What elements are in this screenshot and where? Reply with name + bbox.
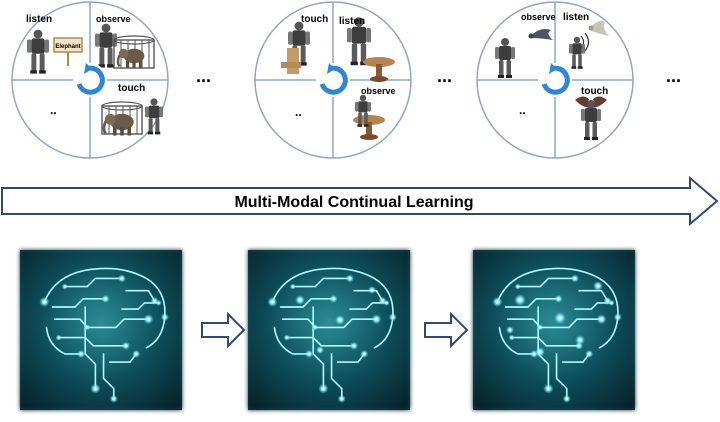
brain-panel-3 [473, 250, 635, 410]
brain-panel-1 [20, 250, 182, 410]
small-ellipsis: .. [519, 103, 526, 117]
small-ellipsis: .. [50, 103, 57, 117]
stage-2: touch listen observe .. [254, 1, 412, 159]
cycle-icon [538, 63, 572, 97]
modality-label-top-right: observe [96, 14, 131, 24]
sign-label: Elephant [55, 44, 80, 50]
small-ellipsis: .. [295, 105, 302, 119]
flow-arrow-2 [424, 311, 469, 349]
ellipsis: ... [196, 66, 211, 86]
stage-3: observe listen touch .. [476, 1, 634, 159]
modality-label-bottom-right: observe [361, 86, 396, 96]
continual-learning-arrow: Multi-Modal Continual Learning [1, 175, 719, 227]
ellipsis: ... [437, 66, 452, 86]
modality-label-bottom-right: touch [118, 83, 145, 94]
modality-label-top-left: listen [26, 14, 52, 25]
stage-1: Elephant listen observe touch .. [11, 1, 169, 159]
brain-panel-2 [248, 250, 410, 410]
modality-label-top-right: listen [339, 16, 365, 27]
modality-label-top-left: touch [301, 14, 328, 25]
cycle-icon [73, 63, 107, 97]
wood-chair-icon [281, 48, 301, 74]
modality-label-bottom-right: touch [581, 86, 608, 97]
modality-label-top-right: listen [563, 12, 589, 23]
cycle-icon [316, 63, 350, 97]
modality-label-top-left: observe [521, 12, 556, 22]
flow-arrow-1 [201, 311, 246, 349]
ellipsis: ... [666, 66, 681, 86]
banner-title: Multi-Modal Continual Learning [234, 194, 473, 211]
elephant-sign: Elephant [53, 37, 83, 66]
